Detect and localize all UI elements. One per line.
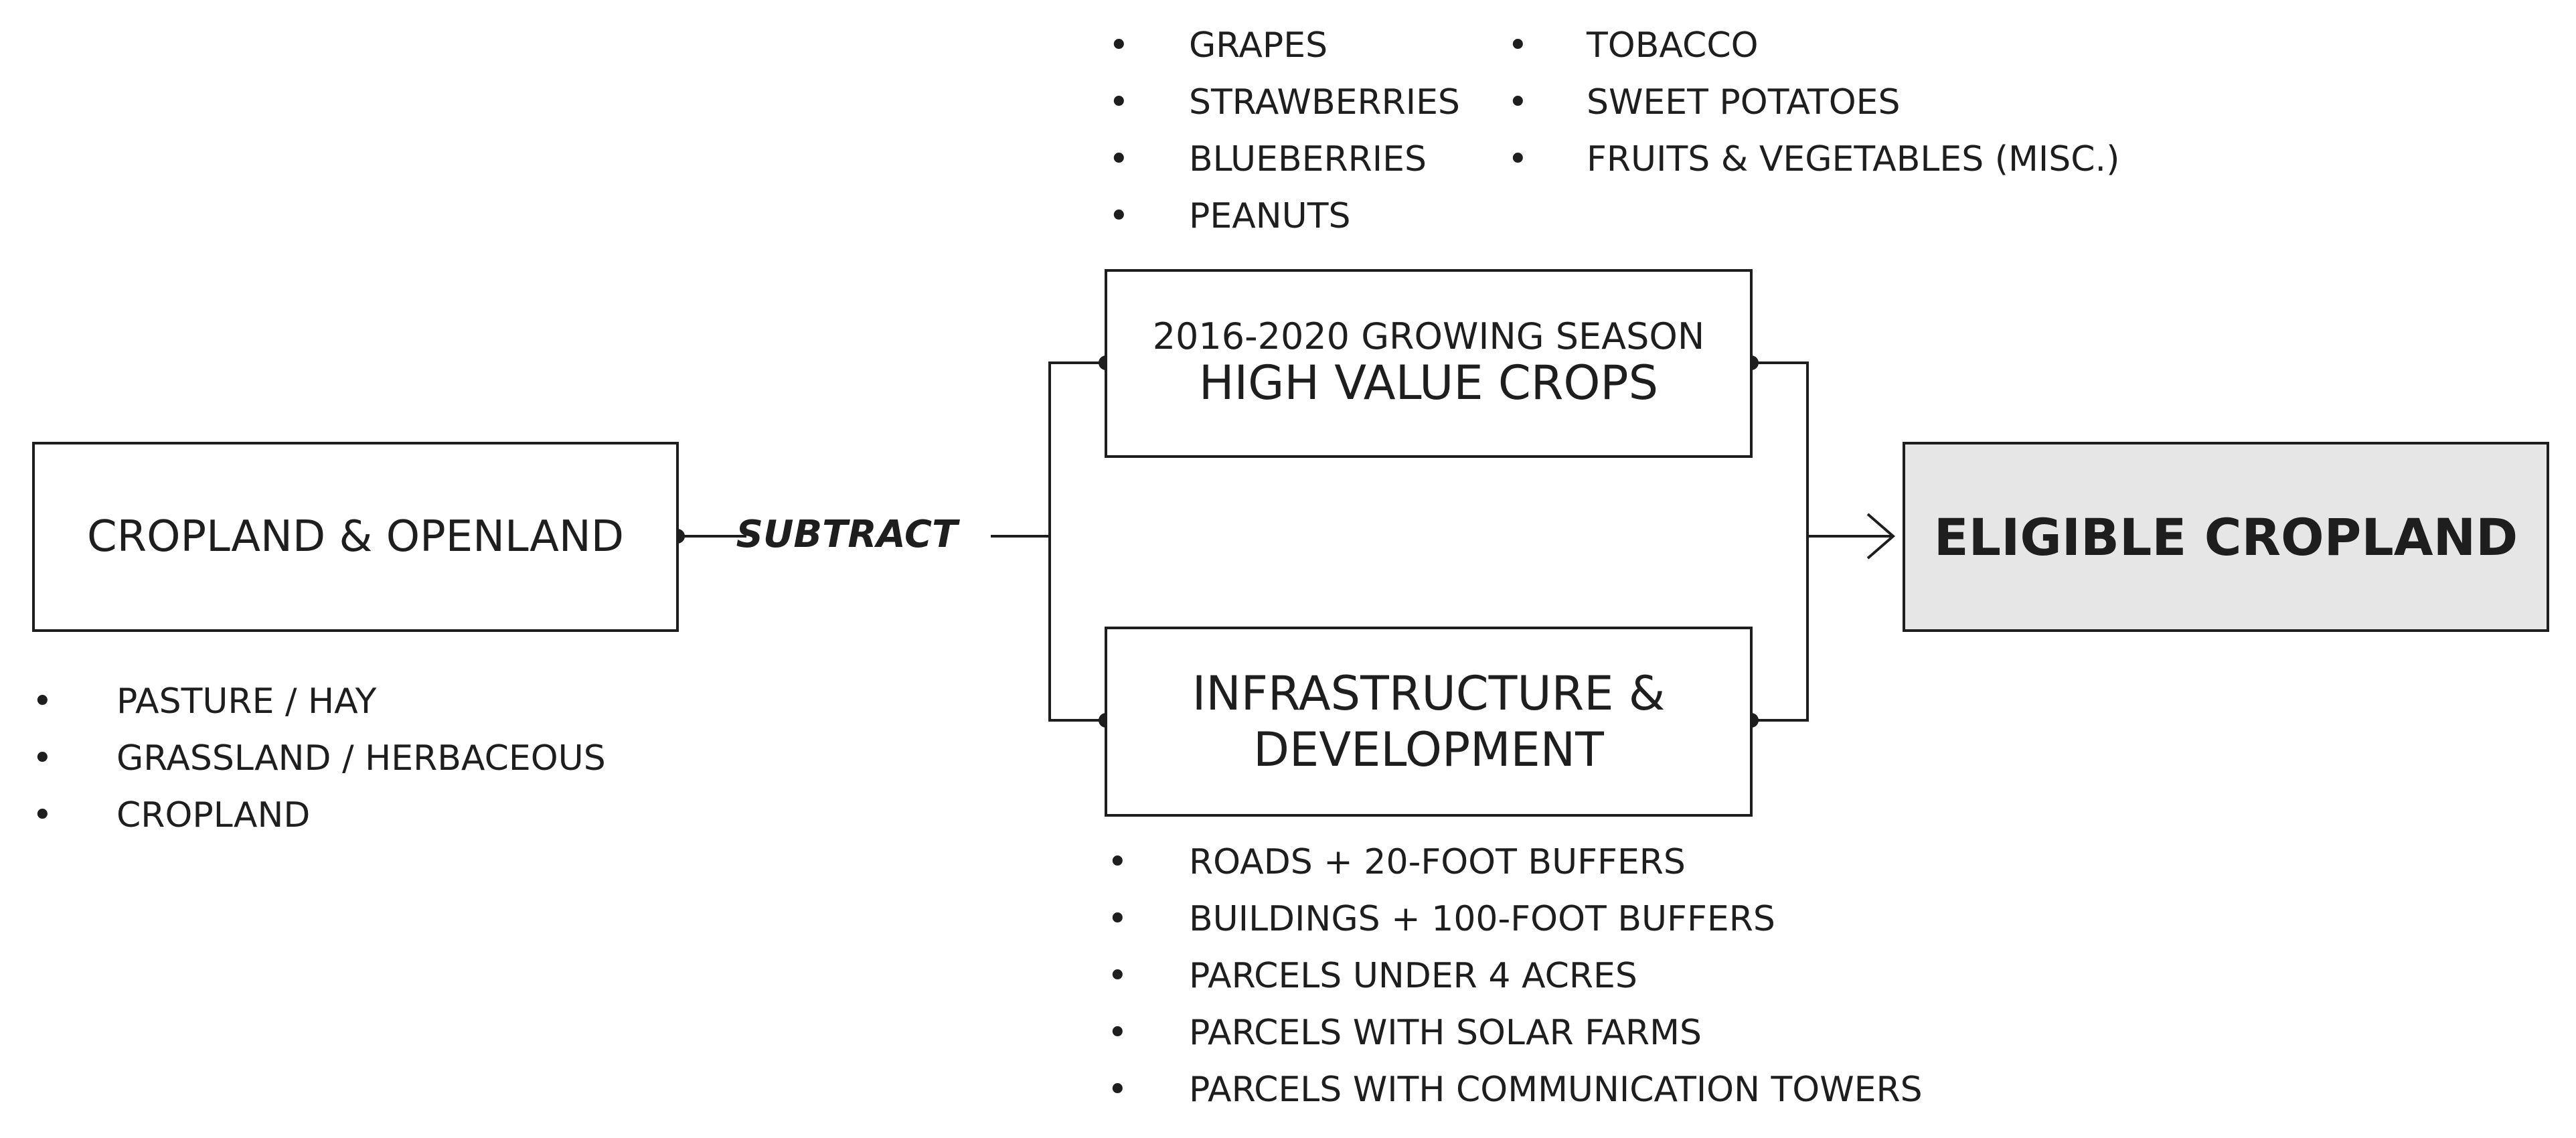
list-item: ROADS + 20-FOOT BUFFERS (1105, 834, 1923, 891)
list-item: GRAPES (1105, 17, 1460, 74)
infrastructure-items-list: ROADS + 20-FOOT BUFFERS BUILDINGS + 100-… (1105, 834, 1923, 1119)
list-item: PARCELS WITH SOLAR FARMS (1105, 1005, 1923, 1062)
list-item: PEANUTS (1105, 188, 1460, 245)
list-item: PARCELS WITH COMMUNICATION TOWERS (1105, 1062, 1923, 1119)
list-item: PASTURE / HAY (28, 673, 606, 730)
growing-season-label: 2016-2020 GROWING SEASON (1152, 315, 1705, 358)
cropland-items-list: PASTURE / HAY GRASSLAND / HERBACEOUS CRO… (28, 673, 606, 844)
high-value-crops-list-col1: GRAPES STRAWBERRIES BLUEBERRIES PEANUTS (1105, 17, 1460, 245)
infrastructure-label-line2: DEVELOPMENT (1253, 722, 1604, 777)
infrastructure-label-line1: INFRASTRUCTURE & (1192, 666, 1666, 721)
eligible-cropland-label: ELIGIBLE CROPLAND (1933, 507, 2518, 567)
list-item: STRAWBERRIES (1105, 74, 1460, 131)
high-value-crops-title: HIGH VALUE CROPS (1198, 355, 1659, 411)
right-bracket (1751, 361, 1809, 722)
list-item: CROPLAND (28, 787, 606, 844)
list-item: PARCELS UNDER 4 ACRES (1105, 948, 1923, 1005)
subtract-label: SUBTRACT (736, 513, 958, 556)
list-item: TOBACCO (1505, 17, 2119, 74)
cropland-openland-box: CROPLAND & OPENLAND (32, 442, 679, 632)
list-item: BUILDINGS + 100-FOOT BUFFERS (1105, 891, 1923, 948)
high-value-crops-list-col2: TOBACCO SWEET POTATOES FRUITS & VEGETABL… (1505, 17, 2119, 188)
eligible-cropland-box: ELIGIBLE CROPLAND (1903, 442, 2549, 632)
arrowhead (1866, 513, 1896, 560)
cropland-openland-label: CROPLAND & OPENLAND (86, 512, 625, 562)
list-item: BLUEBERRIES (1105, 131, 1460, 188)
high-value-crops-box: 2016-2020 GROWING SEASON HIGH VALUE CROP… (1105, 269, 1753, 458)
list-item: FRUITS & VEGETABLES (MISC.) (1505, 131, 2119, 188)
list-item: SWEET POTATOES (1505, 74, 2119, 131)
left-bracket (1048, 361, 1106, 722)
list-item: GRASSLAND / HERBACEOUS (28, 730, 606, 787)
infrastructure-development-box: INFRASTRUCTURE & DEVELOPMENT (1105, 627, 1753, 817)
